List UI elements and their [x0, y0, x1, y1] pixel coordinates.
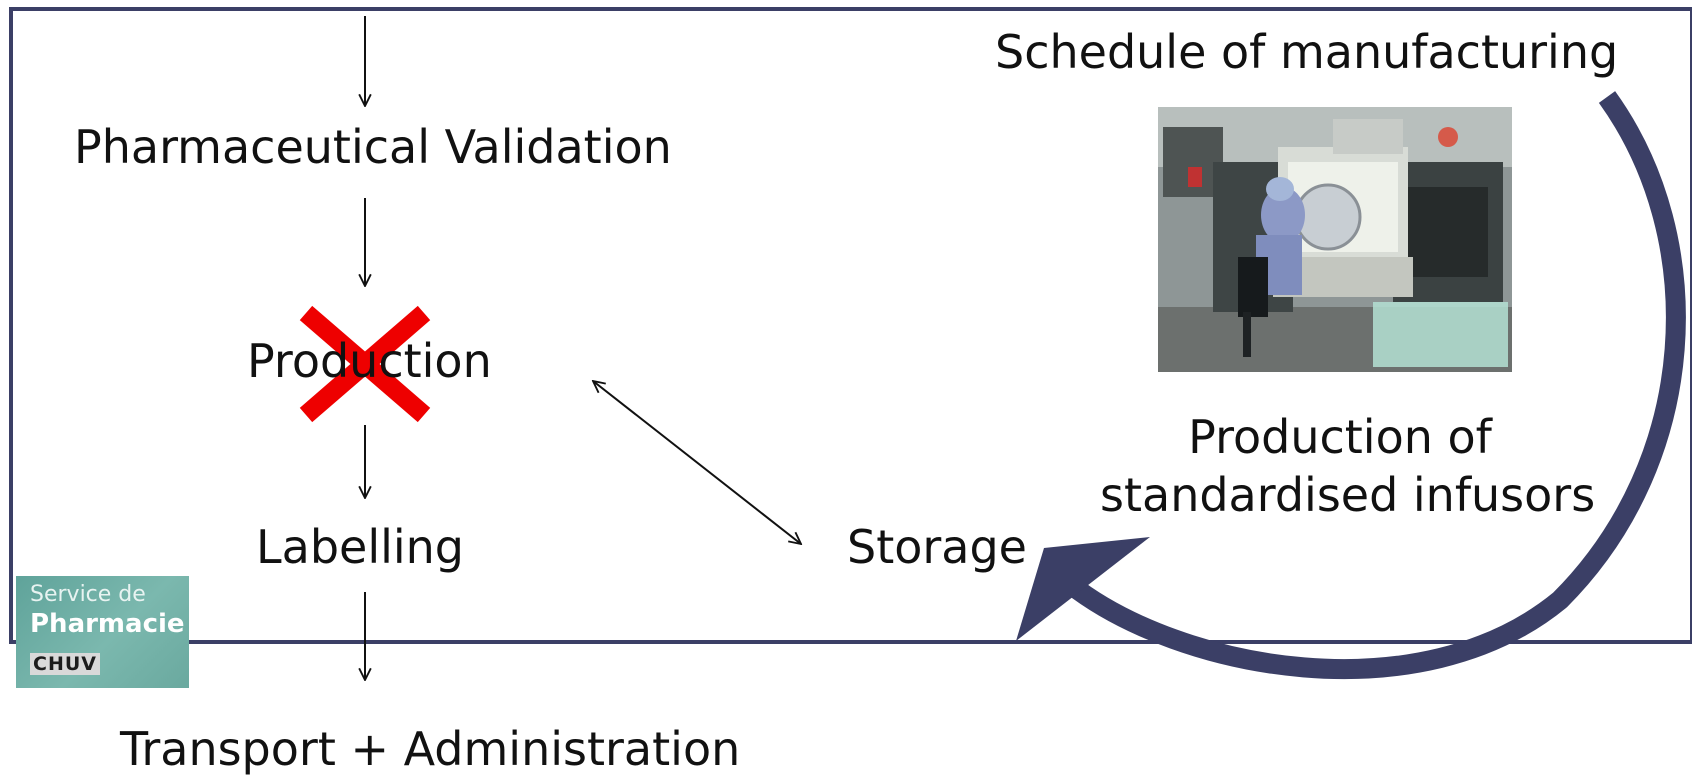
schedule-of-manufacturing-label: Schedule of manufacturing: [995, 25, 1619, 79]
production-caption-line1: Production of: [1188, 410, 1492, 464]
arrow-production-storage: [593, 381, 801, 544]
pharmaceutical-validation-label: Pharmaceutical Validation: [74, 120, 672, 174]
diagram-frame: [9, 7, 1692, 644]
storage-label: Storage: [847, 520, 1027, 574]
curved-arrow-head: [1016, 537, 1150, 641]
logo-text-service-de: Service de: [30, 582, 146, 607]
production-label: Production: [247, 334, 492, 388]
logo-text-pharmacie: Pharmacie: [30, 609, 185, 639]
curved-arrow-body: [1063, 91, 1686, 680]
red-cross-mark: [299, 305, 431, 423]
cleanroom-photo-illustration: [1158, 107, 1512, 372]
cleanroom-production-photo: [1158, 107, 1512, 372]
transport-administration-label: Transport + Administration: [120, 722, 741, 776]
labelling-label: Labelling: [256, 520, 465, 574]
production-caption-line2: standardised infusors: [1100, 468, 1596, 522]
pharmacie-chuv-logo: Service de Pharmacie CHUV: [16, 576, 189, 688]
logo-text-chuv: CHUV: [30, 653, 100, 675]
